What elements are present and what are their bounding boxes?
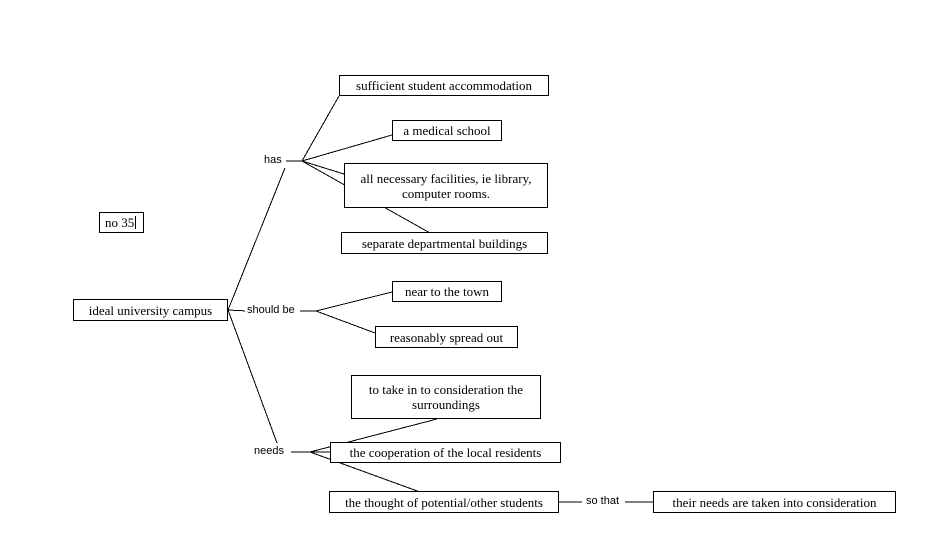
- node-departments[interactable]: separate departmental buildings: [341, 232, 548, 254]
- node-note[interactable]: no 35: [99, 212, 144, 233]
- node-spreadout[interactable]: reasonably spread out: [375, 326, 518, 348]
- node-label-neartown: near to the town: [404, 284, 490, 299]
- node-surroundings[interactable]: to take in to consideration the surround…: [351, 375, 541, 419]
- node-label-accommodation: sufficient student accommodation: [356, 78, 532, 93]
- node-cooperation[interactable]: the cooperation of the local residents: [330, 442, 561, 463]
- node-label-surroundings: to take in to consideration the surround…: [368, 382, 524, 412]
- node-facilities[interactable]: all necessary facilities, ie library, co…: [344, 163, 548, 208]
- edge-label-so-that[interactable]: so that: [584, 495, 622, 508]
- node-neartown[interactable]: near to the town: [392, 281, 502, 302]
- text-cursor-icon: [135, 216, 137, 229]
- connector-has-to-medical: [301, 134, 393, 162]
- node-thought[interactable]: the thought of potential/other students: [329, 491, 559, 513]
- node-accommodation[interactable]: sufficient student accommodation: [339, 75, 549, 96]
- node-label-facilities: all necessary facilities, ie library, co…: [360, 170, 532, 201]
- node-label-theirneeds: their needs are taken into consideration: [672, 494, 877, 510]
- edge-label-should-be[interactable]: should be: [245, 304, 297, 317]
- node-label-thought: the thought of potential/other students: [345, 494, 543, 510]
- edge-label-needs[interactable]: needs: [252, 445, 286, 458]
- connector-has-to-facilities: [301, 160, 345, 175]
- node-label-root: ideal university campus: [88, 302, 213, 318]
- connector-root-to-has: [227, 167, 286, 311]
- connector-should-be-to-neartown: [315, 291, 393, 312]
- node-label-cooperation: the cooperation of the local residents: [349, 445, 542, 460]
- connector-should-be-to-spreadout: [315, 310, 376, 334]
- node-label-departments: separate departmental buildings: [361, 235, 528, 251]
- connector-root-to-needs: [227, 309, 278, 444]
- edge-label-has[interactable]: has: [262, 154, 284, 167]
- node-label-medical: a medical school: [403, 123, 491, 138]
- node-medical[interactable]: a medical school: [392, 120, 502, 141]
- node-root[interactable]: ideal university campus: [73, 299, 228, 321]
- node-theirneeds[interactable]: their needs are taken into consideration: [653, 491, 896, 513]
- node-label-note: no 35: [105, 215, 137, 230]
- connector-has-to-accommodation: [301, 95, 340, 162]
- node-label-spreadout: reasonably spread out: [389, 329, 504, 345]
